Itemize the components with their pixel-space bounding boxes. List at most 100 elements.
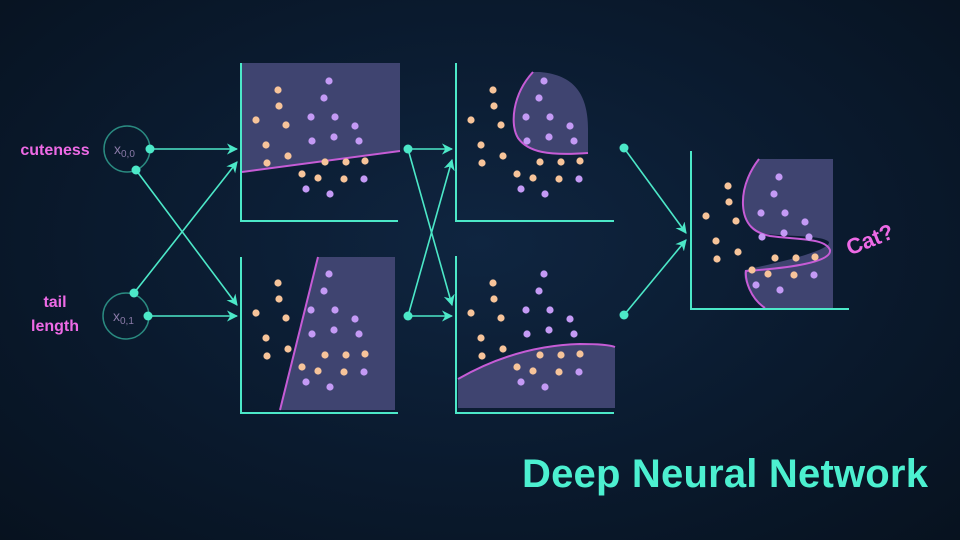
data-point-class-b (805, 233, 813, 241)
data-point-class-a (732, 217, 740, 225)
data-point-class-b (535, 94, 543, 102)
data-point-class-a (263, 352, 271, 360)
data-point-class-a (490, 102, 498, 110)
scatter-points (702, 173, 819, 294)
decision-boundary (241, 150, 401, 173)
data-point-class-a (499, 152, 507, 160)
data-point-class-b (758, 233, 766, 241)
data-point-class-a (497, 314, 505, 322)
data-point-class-a (361, 350, 369, 358)
panel-output (690, 151, 849, 310)
axes (690, 151, 849, 310)
data-point-class-a (321, 351, 329, 359)
data-point-class-b (776, 286, 784, 294)
connector-dot (129, 288, 139, 298)
data-point-class-a (576, 157, 584, 165)
data-point-class-a (340, 368, 348, 376)
data-point-class-a (713, 255, 721, 263)
data-point-class-b (522, 113, 530, 121)
data-point-class-b (351, 122, 359, 130)
data-point-class-b (517, 185, 525, 193)
data-point-class-b (810, 271, 818, 279)
data-point-class-a (734, 248, 742, 256)
data-point-class-b (360, 175, 368, 183)
data-point-class-a (478, 159, 486, 167)
data-point-class-a (262, 141, 270, 149)
data-point-class-b (355, 137, 363, 145)
scatter-points (252, 77, 369, 198)
data-point-class-a (557, 351, 565, 359)
data-point-class-b (541, 383, 549, 391)
data-point-class-b (575, 368, 583, 376)
data-point-class-b (360, 368, 368, 376)
data-point-class-a (263, 159, 271, 167)
data-point-class-a (477, 141, 485, 149)
scatter-points (252, 270, 369, 391)
input-label-length: length (31, 318, 79, 335)
data-point-class-a (748, 266, 756, 274)
data-point-class-b (781, 209, 789, 217)
data-point-class-a (557, 158, 565, 166)
data-point-class-a (811, 253, 819, 261)
data-point-class-b (325, 77, 333, 85)
connector-dot (131, 165, 141, 175)
panel-layer2-bottom (455, 256, 616, 414)
data-point-class-b (570, 330, 578, 338)
data-point-class-a (771, 254, 779, 262)
decision-region (742, 159, 833, 308)
node-label-0: x0,0 (114, 141, 135, 160)
data-point-class-a (513, 170, 521, 178)
data-point-class-b (302, 378, 310, 386)
data-point-class-b (570, 137, 578, 145)
data-point-class-a (274, 279, 282, 287)
data-point-class-b (546, 113, 554, 121)
connections-input-to-layer1 (133, 143, 239, 322)
data-point-class-a (536, 158, 544, 166)
data-point-class-a (478, 352, 486, 360)
connector-dot (145, 144, 155, 154)
scatter-points (467, 270, 584, 391)
data-point-class-a (284, 345, 292, 353)
data-point-class-a (555, 368, 563, 376)
data-point-class-a (513, 363, 521, 371)
data-point-class-a (252, 309, 260, 317)
data-point-class-b (801, 218, 809, 226)
axes (240, 257, 398, 414)
data-point-class-b (326, 190, 334, 198)
data-point-class-b (307, 306, 315, 314)
data-point-class-b (566, 315, 574, 323)
data-point-class-b (355, 330, 363, 338)
data-point-class-a (576, 350, 584, 358)
data-point-class-a (275, 102, 283, 110)
data-point-class-b (575, 175, 583, 183)
data-point-class-b (522, 306, 530, 314)
data-point-class-b (775, 173, 783, 181)
scatter-points (467, 77, 584, 198)
page-title: Deep Neural Network (522, 452, 929, 496)
data-point-class-a (702, 212, 710, 220)
data-point-class-b (566, 122, 574, 130)
data-point-class-a (555, 175, 563, 183)
data-point-class-a (361, 157, 369, 165)
data-point-class-b (307, 113, 315, 121)
data-point-class-b (523, 137, 531, 145)
data-point-class-a (262, 334, 270, 342)
data-point-class-b (752, 281, 760, 289)
connector-dot (403, 144, 413, 154)
data-point-class-a (252, 116, 260, 124)
data-point-class-a (477, 334, 485, 342)
data-point-class-b (757, 209, 765, 217)
data-point-class-b (325, 270, 333, 278)
data-point-class-a (321, 158, 329, 166)
data-point-class-b (541, 190, 549, 198)
data-point-class-b (320, 94, 328, 102)
data-point-class-a (764, 270, 772, 278)
decision-region (513, 72, 588, 154)
data-point-class-a (536, 351, 544, 359)
connections-layer2-to-output (623, 147, 687, 316)
data-point-class-a (282, 121, 290, 129)
data-point-class-a (724, 182, 732, 190)
data-point-class-a (274, 86, 282, 94)
data-point-class-b (780, 229, 788, 237)
data-point-class-b (540, 270, 548, 278)
